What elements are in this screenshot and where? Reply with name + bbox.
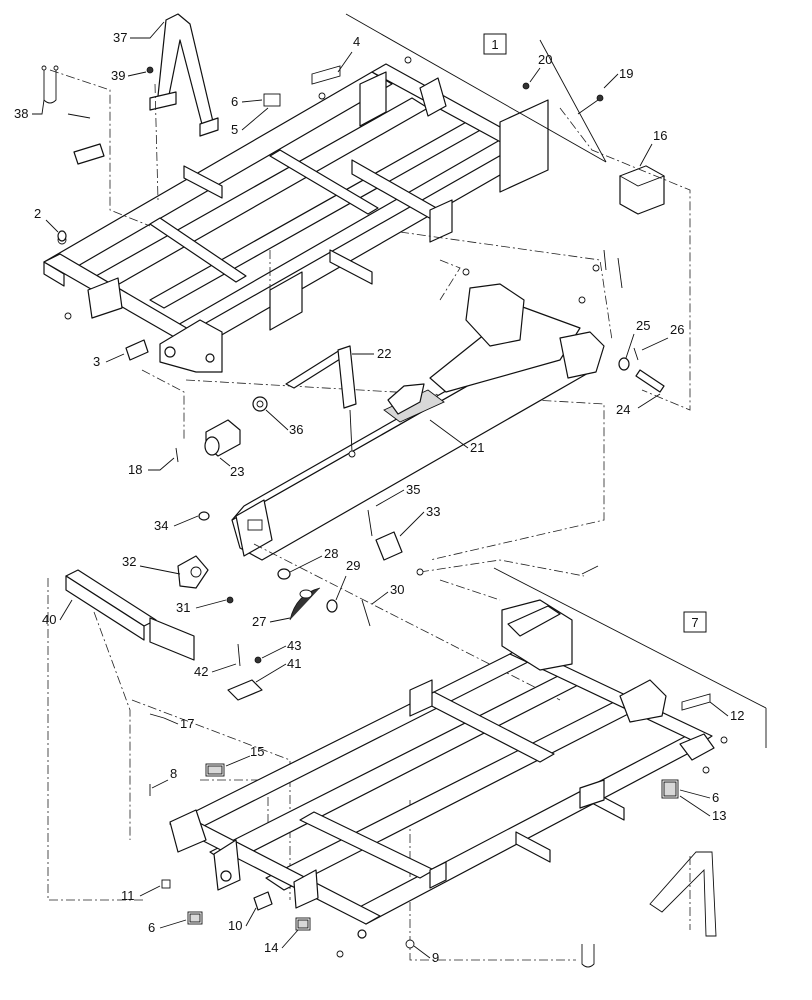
assembly-guide-lines-middle [47, 543, 585, 961]
callout-13: 13 [712, 808, 726, 823]
callout-4: 4 [353, 34, 360, 49]
decal-14 [295, 917, 311, 931]
callout-6-lower: 6 [148, 920, 155, 935]
callout-23: 23 [230, 464, 244, 479]
callout-19: 19 [619, 66, 633, 81]
callout-20: 20 [538, 52, 552, 67]
decals-4-5-6 [263, 56, 412, 107]
part-22-hose-support [285, 345, 357, 458]
decal-11 [161, 879, 171, 889]
part-29-washer [326, 599, 338, 613]
callout-10: 10 [228, 918, 242, 933]
callout-9: 9 [432, 950, 439, 965]
callout-11: 11 [121, 888, 135, 903]
callout-31: 31 [176, 600, 190, 615]
part-31-nut [226, 596, 234, 604]
callout-24: 24 [616, 402, 630, 417]
part-42-bolt [237, 643, 241, 667]
callout-34: 34 [154, 518, 168, 533]
callout-1: 1 [491, 37, 498, 52]
callouts: 37 4 20 19 39 38 6 5 16 2 3 22 2 [14, 21, 744, 965]
callout-40: 40 [42, 612, 56, 627]
upper-frame-assembly [43, 63, 549, 373]
lower-u-bolt [581, 944, 595, 968]
part-30-bolt [361, 599, 371, 627]
callout-43: 43 [287, 638, 301, 653]
part-9-bushing [405, 939, 415, 949]
callout-29: 29 [346, 558, 360, 573]
callout-6-top: 6 [231, 94, 238, 109]
part-27-chain [289, 587, 321, 621]
callout-16: 16 [653, 128, 667, 143]
part-32-clevis [177, 555, 209, 589]
callout-14: 14 [264, 940, 278, 955]
part-34-washer [198, 511, 210, 521]
part-36-washer [252, 396, 268, 412]
callout-42: 42 [194, 664, 208, 679]
callout-30: 30 [390, 582, 404, 597]
decal-15 [205, 763, 225, 777]
callout-21: 21 [470, 440, 484, 455]
callout-17: 17 [180, 716, 194, 731]
lower-frame-assembly [169, 599, 715, 939]
callout-5: 5 [231, 122, 238, 137]
part-19-bolt [577, 94, 604, 115]
part-41-bushing [227, 679, 263, 701]
hardware-group-top-center [462, 249, 623, 304]
callout-33: 33 [426, 504, 440, 519]
assembly-guide-lines-upper [49, 69, 691, 561]
hardware-group-lower-right [336, 565, 728, 958]
part-3-pin [125, 339, 149, 361]
part-10-pin [253, 891, 273, 911]
callout-37: 37 [113, 30, 127, 45]
lower-right-stand [649, 851, 717, 937]
callout-35: 35 [406, 482, 420, 497]
callout-3: 3 [93, 354, 100, 369]
callout-15: 15 [250, 744, 264, 759]
callout-41: 41 [287, 656, 301, 671]
decal-6-lower-left [187, 911, 203, 925]
callout-27: 27 [252, 614, 266, 629]
part-2-bushing [57, 230, 67, 242]
part-33-bushing [375, 531, 403, 561]
callout-22: 22 [377, 346, 391, 361]
callout-8: 8 [170, 766, 177, 781]
part-35-pin [367, 509, 373, 537]
callout-36: 36 [289, 422, 303, 437]
part-23-coupler [204, 419, 241, 457]
callout-25: 25 [636, 318, 650, 333]
part-25-washer [618, 357, 630, 371]
assembly-label-1: 1 [345, 13, 607, 163]
part-20-nut [522, 82, 530, 90]
part-18-bolt [175, 447, 179, 463]
decal-12 [681, 693, 711, 711]
callout-32: 32 [122, 554, 136, 569]
part-40-extension-tube [65, 569, 195, 661]
callout-7: 7 [691, 615, 698, 630]
callout-6-right: 6 [712, 790, 719, 805]
callout-12: 12 [730, 708, 744, 723]
part-24-pin [635, 369, 665, 393]
part-17-bolt [149, 713, 165, 719]
callout-2: 2 [34, 206, 41, 221]
decal-13 [661, 779, 679, 799]
callout-38: 38 [14, 106, 28, 121]
part-39-nut [146, 66, 154, 74]
part-43-nut [254, 656, 262, 664]
part-26-pin [633, 347, 639, 361]
assembly-label-7: 7 [493, 567, 767, 748]
callout-18: 18 [128, 462, 142, 477]
callout-28: 28 [324, 546, 338, 561]
callout-26: 26 [670, 322, 684, 337]
part-21-center-beam [231, 283, 605, 561]
callout-39: 39 [111, 68, 125, 83]
part-37-stand [149, 13, 219, 137]
part-28-bushing [277, 568, 291, 580]
part-16-block [618, 165, 666, 215]
